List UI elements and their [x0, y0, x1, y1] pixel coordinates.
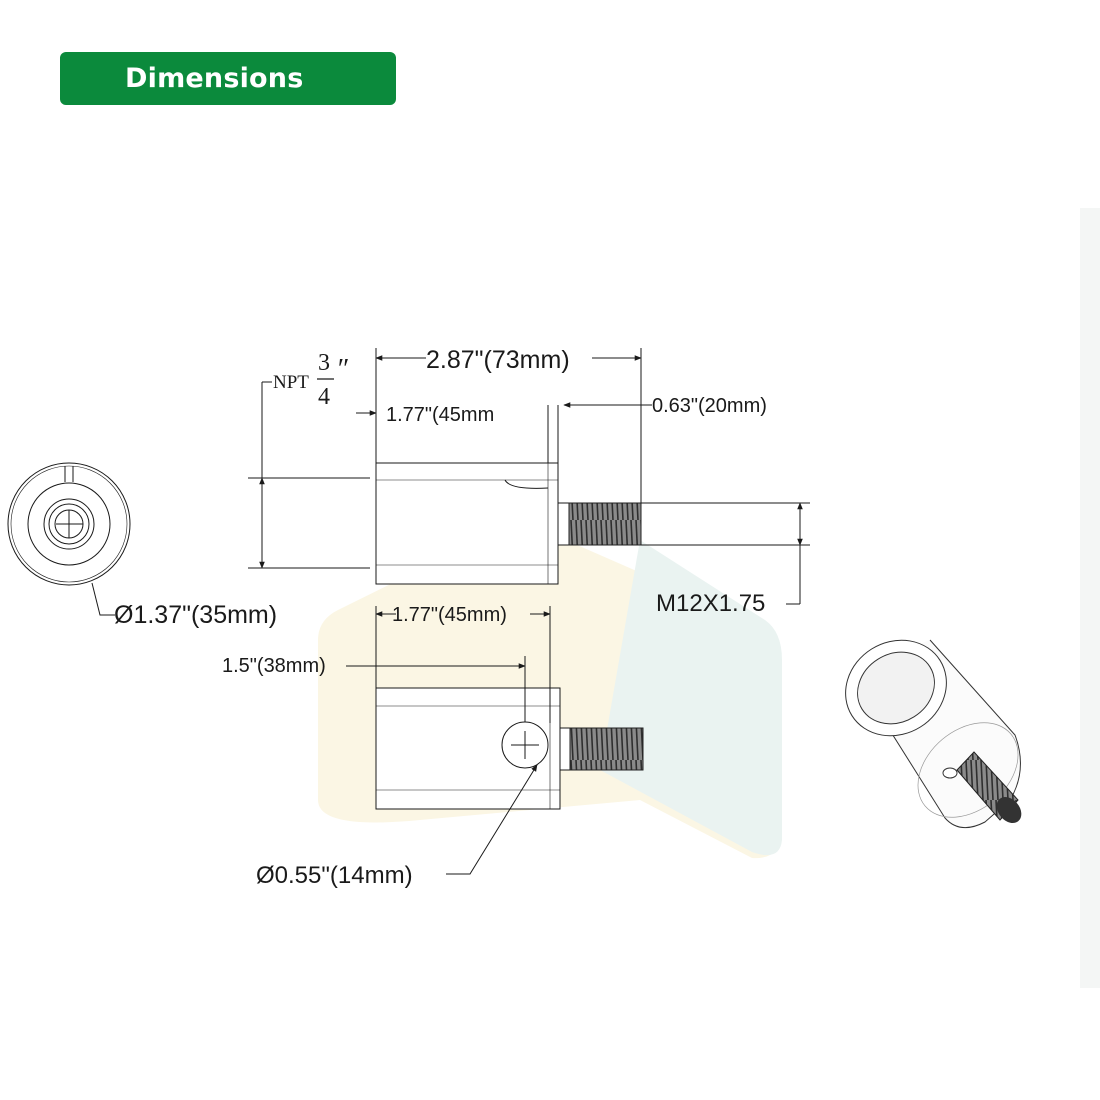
npt-unit: ″ [336, 354, 348, 385]
hole-position-label: 1.5"(38mm) [222, 655, 326, 677]
isometric-view [845, 639, 1022, 829]
side-view-bottom [346, 606, 644, 875]
side-view-top [248, 348, 810, 605]
npt-prefix-label: NPT [273, 372, 309, 393]
npt-numerator: 3 [318, 350, 330, 376]
thread-length-label: 0.63"(20mm) [652, 395, 767, 417]
npt-denominator: 4 [318, 384, 330, 410]
hole-diameter-label: Ø0.55"(14mm) [256, 862, 413, 889]
end-view [7, 462, 131, 616]
thread-spec-label: M12X1.75 [656, 590, 765, 617]
page-edge-strip [1080, 208, 1100, 988]
body-length-bottom-label: 1.77"(45mm) [392, 604, 507, 626]
overall-length-label: 2.87"(73mm) [426, 346, 570, 374]
section-title-badge: Dimensions [60, 52, 396, 105]
outer-diameter-label: Ø1.37"(35mm) [114, 601, 277, 629]
body-length-top-label: 1.77"(45mm [386, 404, 494, 426]
section-title: Dimensions [125, 63, 304, 94]
